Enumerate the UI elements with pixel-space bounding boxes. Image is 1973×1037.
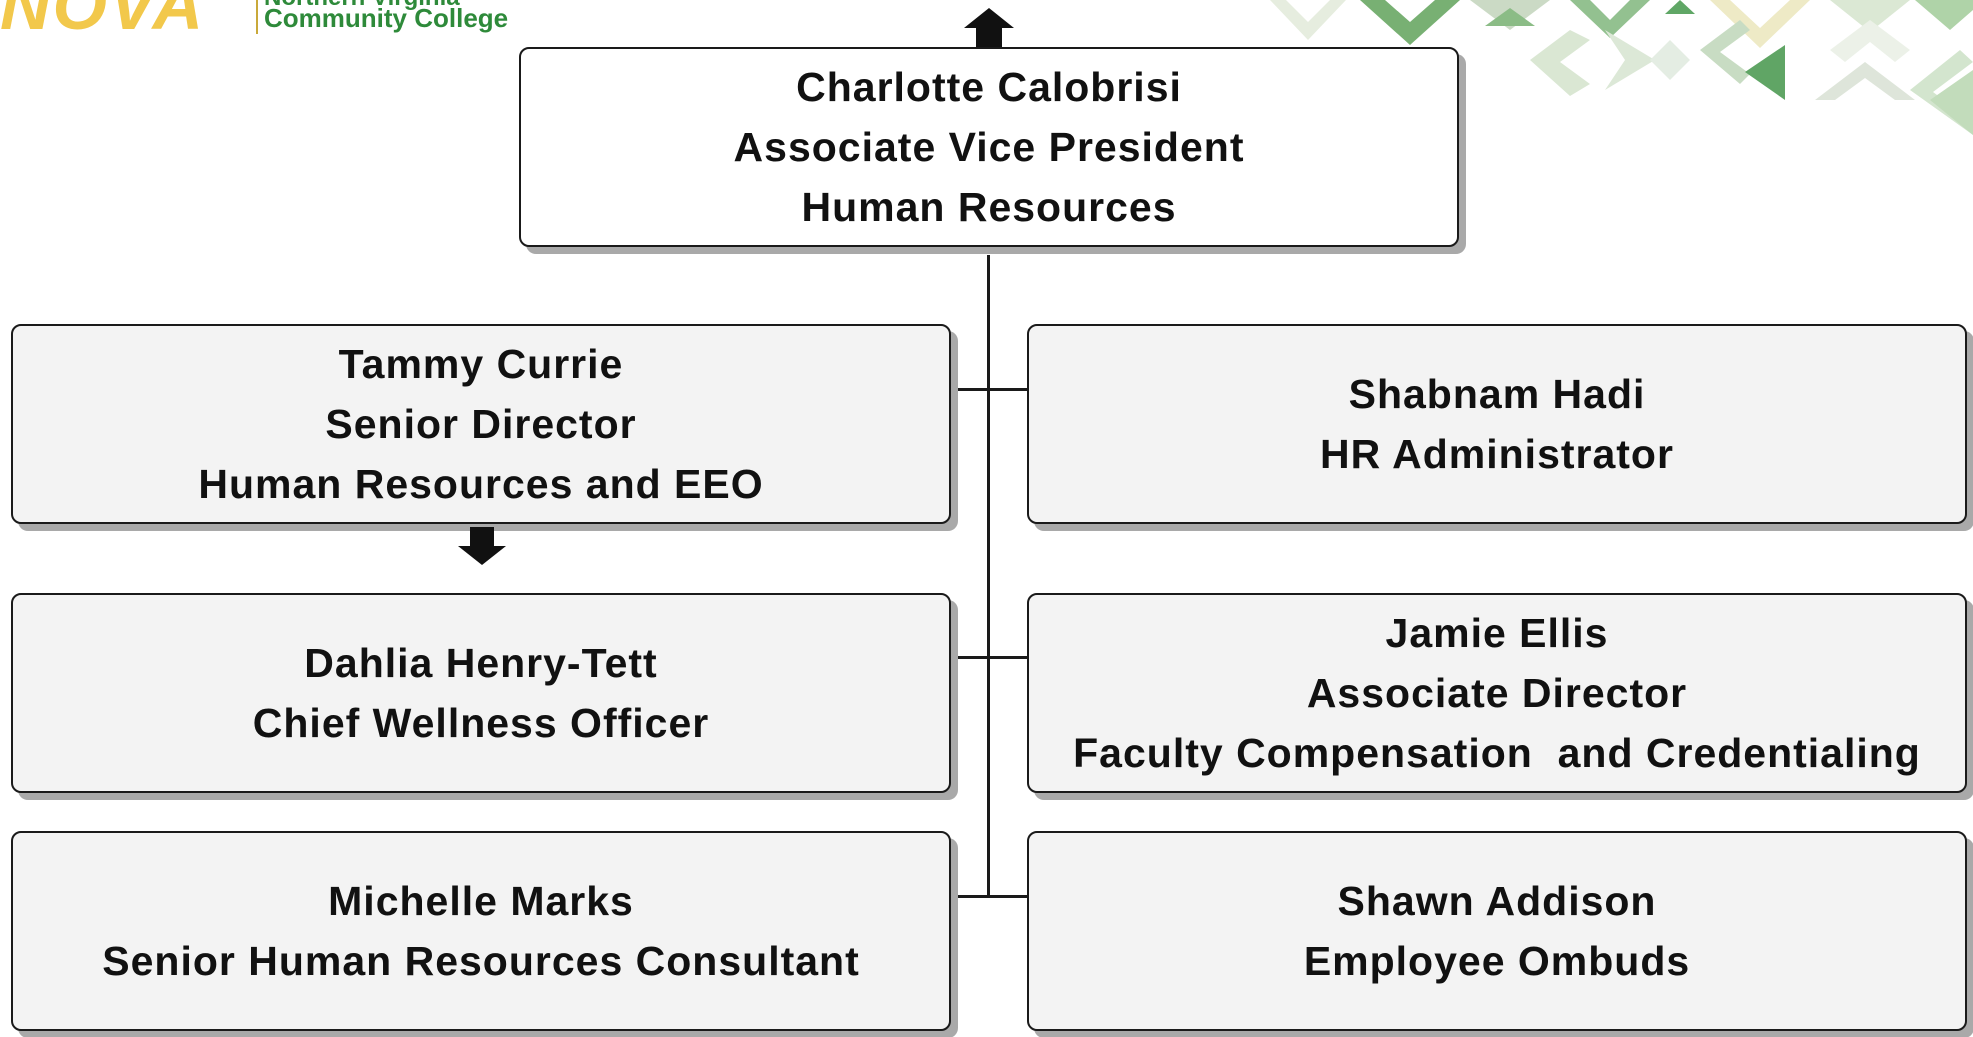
node-name: Shabnam Hadi [1348,371,1646,417]
arrow-up-stem [976,27,1002,47]
org-node-jamie-ellis: Jamie Ellis Associate Director Faculty C… [1027,593,1967,793]
branch-connector-row1 [958,388,1028,391]
node-name: Jamie Ellis [1385,610,1609,656]
trunk-connector [987,255,990,897]
org-node-head: Charlotte Calobrisi Associate Vice Presi… [519,47,1459,247]
node-name: Tammy Currie [338,341,624,387]
node-title: HR Administrator [1320,431,1674,477]
branch-connector-row3 [958,895,1028,898]
head-title: Associate Vice President [733,124,1245,170]
node-name: Michelle Marks [328,878,634,924]
logo-divider [256,0,258,34]
logo-college-name-line1: Northern Virginia [264,0,460,10]
decorative-chevron-pattern [1270,0,1973,135]
node-department: Faculty Compensation and Credentialing [1073,730,1921,776]
node-title: Associate Director [1306,670,1688,716]
org-node-shawn-addison: Shawn Addison Employee Ombuds [1027,831,1967,1031]
head-department: Human Resources [801,184,1177,230]
arrow-up-icon [964,8,1014,28]
org-node-shabnam-hadi: Shabnam Hadi HR Administrator [1027,324,1967,524]
node-title: Employee Ombuds [1303,938,1691,984]
arrow-down-icon [458,527,506,565]
node-name: Shawn Addison [1337,878,1657,924]
node-name: Dahlia Henry-Tett [304,640,658,686]
branch-connector-row2 [958,656,1028,659]
logo-college-name-line2: Community College [264,3,509,33]
node-title: Senior Director [325,401,637,447]
head-name: Charlotte Calobrisi [796,64,1182,110]
nova-logo: NOVA Northern Virginia Community College [0,0,520,40]
org-node-dahlia-henry-tett: Dahlia Henry-Tett Chief Wellness Officer [11,593,951,793]
node-title: Chief Wellness Officer [252,700,710,746]
logo-mark: NOVA [0,0,206,40]
node-title: Senior Human Resources Consultant [102,938,860,984]
org-node-tammy-currie: Tammy Currie Senior Director Human Resou… [11,324,951,524]
node-department: Human Resources and EEO [198,461,764,507]
org-node-michelle-marks: Michelle Marks Senior Human Resources Co… [11,831,951,1031]
chevron-shapes [1270,0,1973,135]
